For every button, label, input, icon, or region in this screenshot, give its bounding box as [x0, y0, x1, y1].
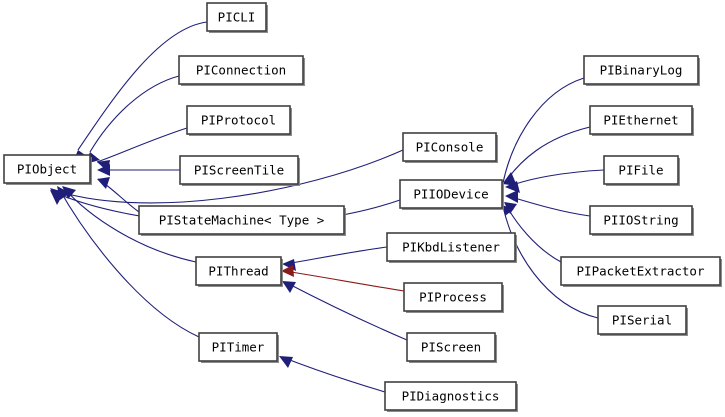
node-piserial[interactable]: PISerial: [597, 305, 688, 336]
node-box[interactable]: [179, 155, 299, 185]
node-label: PIIODevice: [413, 187, 488, 202]
node-box[interactable]: [406, 332, 496, 362]
edge-arrowhead-icon: [505, 181, 520, 193]
node-piscreentile[interactable]: PIScreenTile: [179, 155, 300, 186]
node-label: PIProcess: [419, 290, 487, 305]
edge-line: [506, 169, 605, 188]
node-box[interactable]: [178, 55, 304, 85]
node-piprotocol[interactable]: PIProtocol: [186, 105, 292, 136]
node-box[interactable]: [589, 105, 693, 135]
edge-piiostring-to-piiodevice: [505, 190, 591, 217]
node-picli[interactable]: PICLI: [206, 2, 268, 33]
node-box[interactable]: [403, 282, 503, 312]
node-label: PIObject: [17, 162, 77, 177]
node-piprocess[interactable]: PIProcess: [403, 282, 504, 313]
node-label: PIConsole: [416, 140, 484, 155]
node-label: PICLI: [218, 10, 256, 25]
node-box[interactable]: [195, 256, 282, 286]
node-pifile[interactable]: PIFile: [603, 155, 680, 186]
node-label: PIDiagnostics: [402, 389, 500, 404]
node-label: PIPacketExtractor: [577, 264, 705, 279]
node-pipacketextractor[interactable]: PIPacketExtractor: [560, 256, 722, 287]
edge-arrowhead-icon: [50, 190, 63, 205]
edge-line: [502, 77, 585, 184]
edge-pifile-to-piiodevice: [505, 169, 605, 193]
edge-line: [57, 186, 200, 338]
node-box[interactable]: [597, 305, 687, 335]
edge-piserial-to-piiodevice: [502, 205, 599, 319]
edge-line: [503, 126, 591, 185]
node-pitimer[interactable]: PITimer: [198, 332, 279, 363]
node-box[interactable]: [138, 205, 345, 235]
edge-piprocess-to-pithread: [281, 265, 405, 292]
edge-arrowhead-icon: [279, 356, 293, 368]
node-pithread[interactable]: PIThread: [195, 256, 283, 287]
edge-line: [96, 127, 188, 163]
edge-pistatemachine-to-piobject: [97, 177, 140, 213]
edge-piprotocol-to-piobject: [96, 127, 188, 172]
edge-pikbdlistener-to-pithread: [282, 246, 388, 271]
edge-piscreentile-to-piobject: [97, 164, 180, 176]
node-label: PIIOString: [603, 213, 678, 228]
edge-line: [50, 149, 404, 204]
node-label: PIStateMachine< Type >: [159, 213, 325, 228]
node-box[interactable]: [560, 256, 721, 286]
node-piobject[interactable]: PIObject: [3, 154, 92, 185]
edge-piscreen-to-pithread: [282, 281, 408, 341]
node-box[interactable]: [384, 381, 517, 411]
edge-line: [502, 205, 599, 319]
node-pistatemachine[interactable]: PIStateMachine< Type >: [138, 205, 346, 236]
edge-arrowhead-icon: [97, 177, 110, 189]
node-label: PISerial: [612, 313, 672, 328]
node-box[interactable]: [589, 205, 693, 235]
node-box[interactable]: [583, 55, 699, 85]
edge-line: [284, 246, 388, 265]
node-box[interactable]: [206, 2, 267, 32]
node-label: PIFile: [618, 163, 663, 178]
node-pidiagnostics[interactable]: PIDiagnostics: [384, 381, 518, 412]
edge-arrowhead-icon: [97, 164, 110, 176]
edge-arrowhead-icon: [281, 265, 294, 277]
node-label: PITimer: [212, 340, 265, 355]
node-piconnection[interactable]: PIConnection: [178, 55, 305, 86]
edge-line: [281, 356, 386, 393]
node-box[interactable]: [386, 232, 516, 262]
node-piiodevice[interactable]: PIIODevice: [399, 179, 504, 210]
node-box[interactable]: [186, 105, 291, 135]
edge-arrowhead-icon: [505, 190, 518, 203]
edge-picli-to-piobject: [73, 21, 208, 162]
edge-line: [62, 186, 197, 263]
node-piscreen[interactable]: PIScreen: [406, 332, 497, 363]
node-label: PIConnection: [196, 63, 286, 78]
node-box[interactable]: [399, 179, 503, 209]
edge-line: [89, 75, 180, 153]
node-label: PIEthernet: [603, 113, 678, 128]
node-label: PIScreenTile: [194, 163, 284, 178]
node-box[interactable]: [402, 132, 497, 162]
node-label: PIKbdListener: [402, 240, 500, 255]
edge-pidiagnostics-to-pitimer: [279, 356, 386, 393]
edge-line: [284, 281, 408, 341]
node-label: PIThread: [208, 264, 268, 279]
edge-piethernet-to-piiodevice: [503, 126, 591, 186]
edge-line: [283, 270, 405, 292]
edge-arrowhead-icon: [502, 205, 514, 216]
node-pibinarylog[interactable]: PIBinaryLog: [583, 55, 700, 86]
node-box[interactable]: [3, 154, 91, 184]
node-label: PIScreen: [421, 340, 481, 355]
node-box[interactable]: [198, 332, 278, 362]
node-pikbdlistener[interactable]: PIKbdListener: [386, 232, 517, 263]
edge-arrowhead-icon: [282, 281, 296, 293]
node-piiostring[interactable]: PIIOString: [589, 205, 694, 236]
node-piethernet[interactable]: PIEthernet: [589, 105, 694, 136]
node-label: PIBinaryLog: [600, 63, 683, 78]
node-layer: PICLIPIConnectionPIProtocolPIScreenTileP…: [3, 2, 722, 412]
edge-line: [77, 21, 208, 151]
node-piconsole[interactable]: PIConsole: [402, 132, 498, 163]
edge-line: [507, 195, 591, 217]
node-label: PIProtocol: [201, 113, 276, 128]
node-box[interactable]: [603, 155, 679, 185]
